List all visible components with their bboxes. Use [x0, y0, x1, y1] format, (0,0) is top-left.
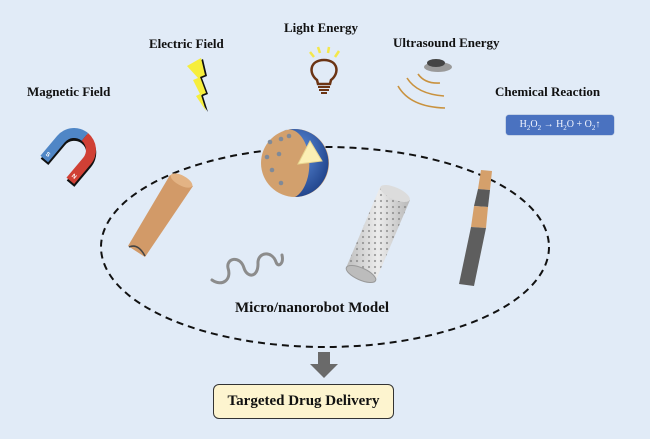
lightning-bolt-icon	[187, 58, 208, 112]
eq-sub: 2	[537, 124, 542, 132]
eq-product-o: O	[566, 119, 575, 130]
eq-sub: 2	[591, 124, 596, 132]
eq-reactant-h: H	[519, 119, 527, 130]
segmented-nanowire-robot	[459, 170, 492, 286]
down-arrow-icon	[310, 352, 338, 378]
eq-sub: 2	[526, 124, 531, 132]
chemical-equation-box: H2O2 → H2O + O2↑	[506, 115, 614, 135]
model-boundary	[100, 146, 550, 348]
targeted-drug-delivery-box: Targeted Drug Delivery	[213, 384, 394, 419]
electric-field-label: Electric Field	[149, 36, 224, 51]
eq-plus: +	[574, 119, 585, 130]
eq-arrow: →	[541, 119, 557, 130]
magnet-north: N	[70, 173, 77, 180]
eq-reactant-o: O	[530, 119, 538, 130]
model-label: Micro/nanorobot Model	[235, 300, 390, 316]
porous-nanotube-robot	[345, 184, 410, 284]
tubular-rod-robot	[128, 173, 193, 257]
eq-sub: 2	[563, 124, 567, 132]
light-energy-label: Light Energy	[284, 20, 359, 35]
eq-gas-arrow: ↑	[595, 119, 601, 130]
magnet-south: S	[44, 152, 51, 159]
magnetic-field-label: Magnetic Field	[27, 84, 111, 99]
chemical-reaction-label: Chemical Reaction	[495, 84, 601, 99]
light-bulb-icon	[309, 46, 341, 94]
janus-sphere-robot	[261, 129, 329, 197]
eq-oxygen: O	[584, 119, 592, 130]
ultrasound-transducer-icon	[397, 59, 452, 109]
eq-product-h: H	[556, 119, 564, 130]
magnet-icon: N S	[40, 128, 97, 187]
helical-spring-robot	[210, 252, 284, 285]
ultrasound-energy-label: Ultrasound Energy	[393, 35, 500, 50]
